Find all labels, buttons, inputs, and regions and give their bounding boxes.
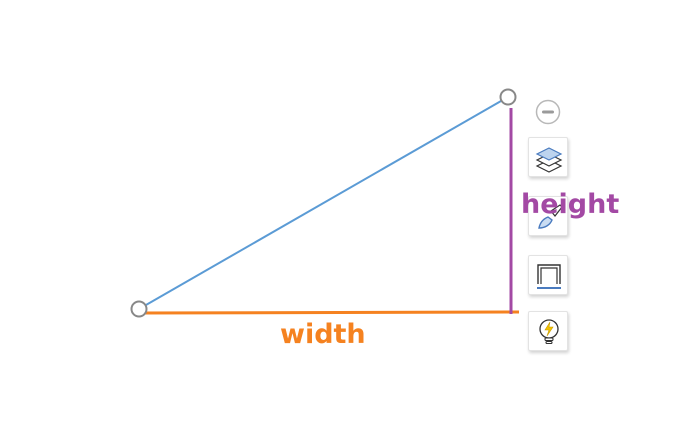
style-tool-button[interactable]	[528, 196, 568, 236]
width-label: width	[280, 319, 366, 350]
minus-circle-icon[interactable]	[535, 99, 561, 125]
frame-icon	[537, 264, 561, 289]
lightbulb-icon	[539, 319, 559, 345]
layers-icon	[535, 147, 563, 173]
end-point-handle[interactable]	[499, 88, 517, 106]
width-line[interactable]	[138, 310, 520, 315]
frame-tool-button[interactable]	[528, 255, 568, 295]
paint-brush-icon	[538, 204, 563, 229]
height-label: height	[521, 189, 620, 220]
layers-tool-button[interactable]	[528, 137, 568, 177]
hypotenuse-line[interactable]	[138, 96, 509, 310]
ideas-tool-button[interactable]	[528, 311, 568, 351]
start-point-handle[interactable]	[130, 300, 148, 318]
